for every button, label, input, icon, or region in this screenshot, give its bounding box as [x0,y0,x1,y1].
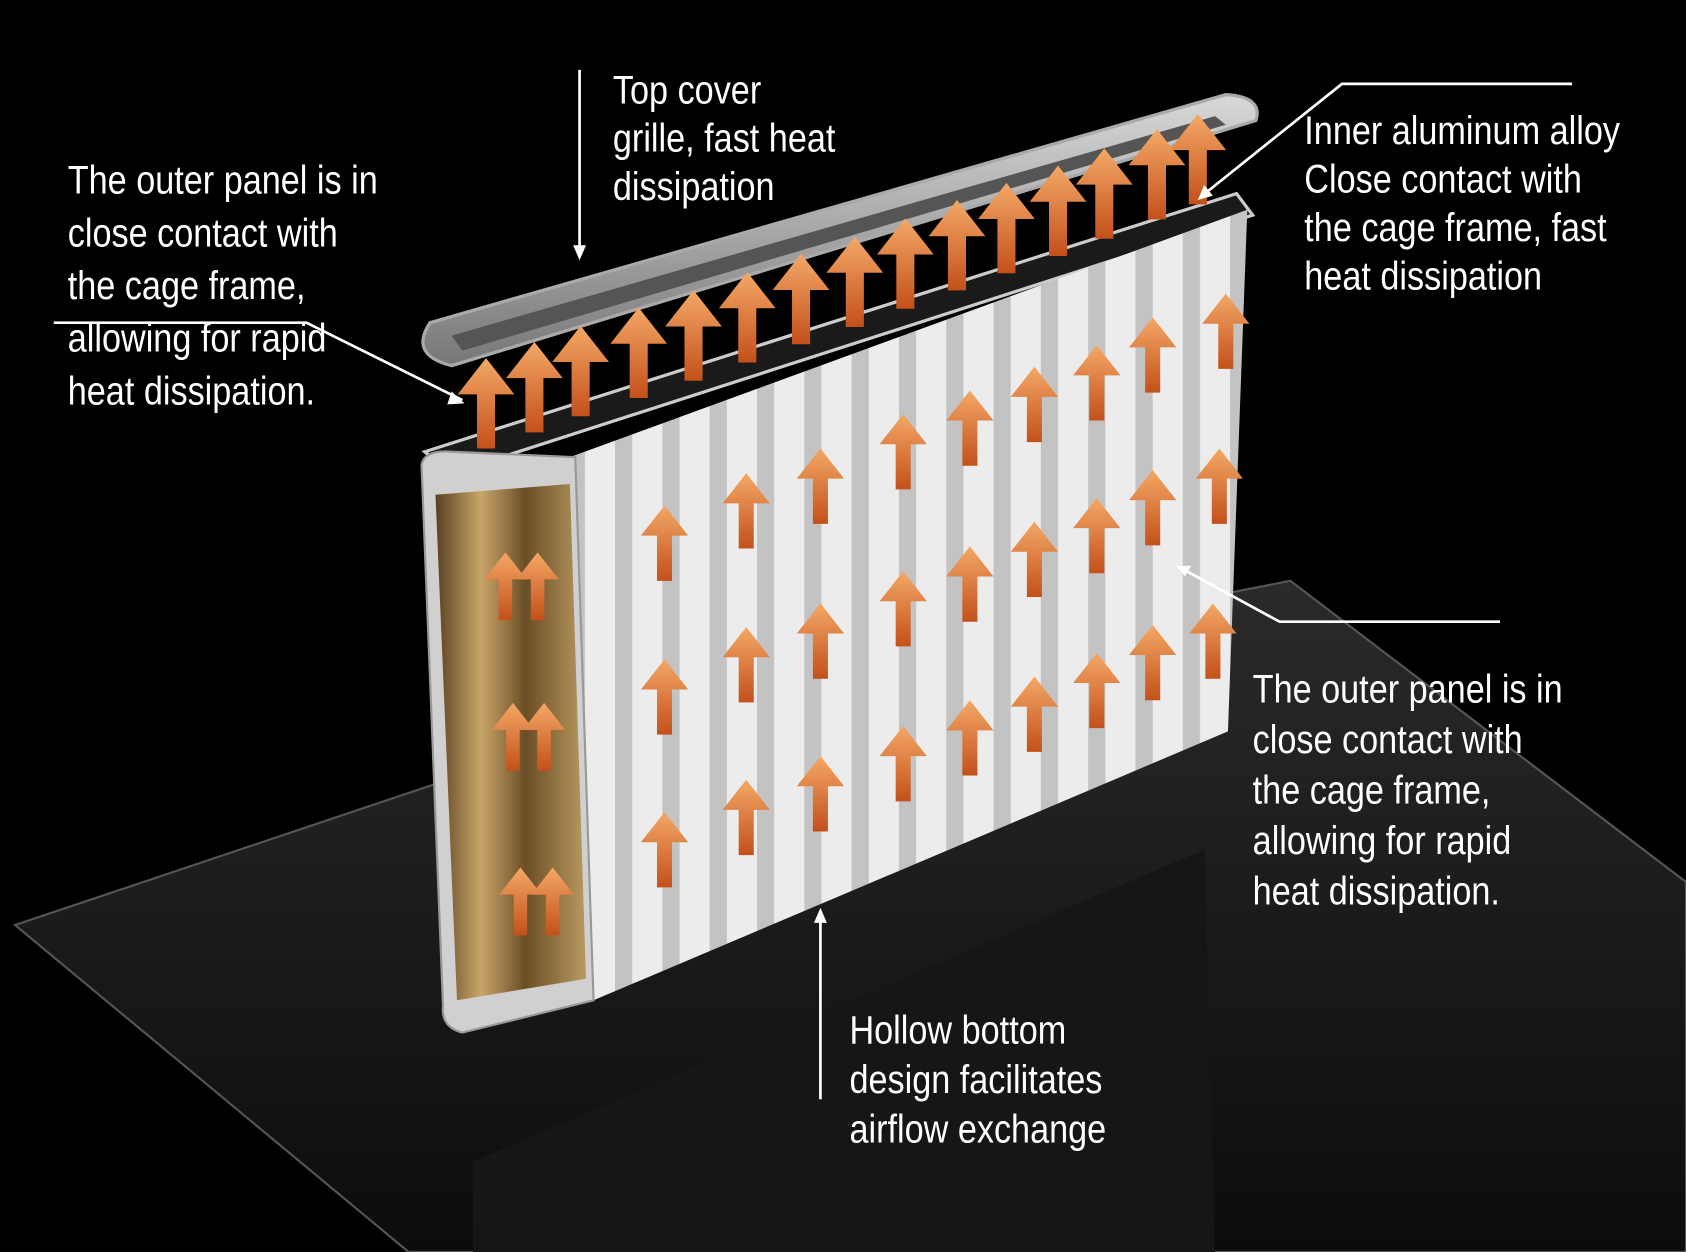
heat-flow-arrow-icon [879,571,927,647]
heat-flow-arrow-icon [946,390,994,466]
leader-arrowheads [447,185,1213,923]
label-line: allowing for rapid [1253,818,1512,863]
reflection [473,849,1216,1252]
label-line: airflow exchange [849,1106,1106,1151]
heat-flow-arrow-icon [718,272,776,363]
heat-flow-arrow-icon [1010,521,1059,597]
heat-flow-arrow-icon [928,200,986,291]
heat-flow-arrow-icon [796,603,845,679]
heat-flow-arrow-icon [722,779,770,856]
label-line: the cage frame, fast [1304,204,1607,249]
heat-flow-arrow-icon [946,700,994,776]
heat-flow-arrow-icon [876,218,934,309]
heat-flow-arrow-icon [1195,448,1243,524]
heat-flow-arrow-icon [1029,165,1087,256]
label-line: Inner aluminum alloy [1304,108,1620,153]
heat-flow-arrow-icon [552,325,610,417]
heat-flow-arrow-icon [665,290,722,381]
label-line: close contact with [68,210,338,255]
label-line: allowing for rapid [68,315,327,360]
label-line: close contact with [1253,716,1523,761]
heat-flow-arrow-icon [516,552,559,621]
label-outer-panel-left: The outer panel is in close contact with… [68,157,378,413]
heat-flow-arrow-icon [722,627,770,703]
label-line: The outer panel is in [1253,666,1563,711]
heat-flow-arrow-icon [640,659,689,735]
heat-flow-arrow-icon [1073,652,1121,729]
heat-flow-arrow-icon [457,358,515,449]
heat-flow-arrow-icon [506,342,563,433]
heat-flow-arrow-icon [1129,624,1177,701]
heat-flow-arrow-icon [491,702,535,771]
leader-outer-panel-left [53,321,463,402]
heat-flow-arrow-icon [1189,603,1237,679]
heat-flow-arrow-icon [484,552,527,621]
leader-inner-alloy [1201,82,1573,197]
heat-flow-arrow-icon [879,726,927,802]
label-line: the cage frame, [1253,767,1491,812]
label-line: heat dissipation. [68,368,315,413]
label-line: design facilitates [849,1056,1102,1101]
heat-flow-arrow-icon [1073,498,1121,574]
heat-flow-arrow-icon [531,867,574,936]
heat-flow-arrows [457,114,1250,936]
heat-flow-arrow-icon [796,756,845,832]
label-inner-aluminum-alloy: Inner aluminum alloy Close contact with … [1304,108,1620,298]
heat-flow-arrow-icon [499,867,542,936]
heat-flow-arrow-icon [522,702,566,771]
heat-flow-arrow-icon [640,505,689,581]
heat-flow-arrow-icon [1010,676,1059,752]
leader-lines [53,69,1573,1100]
heat-flow-arrow-icon [796,448,845,524]
leader-outer-panel-right [1179,566,1500,624]
heat-flow-arrow-icon [722,473,770,549]
heat-flow-arrow-icon [772,253,830,345]
label-line: The outer panel is in [68,157,378,202]
heat-flow-arrow-icon [1129,317,1177,393]
label-line: Hollow bottom [849,1007,1066,1052]
heat-flow-arrow-icon [1129,470,1177,546]
heat-flow-arrow-icon [1075,148,1133,239]
label-line: dissipation [613,164,775,209]
label-line: Top cover [613,67,761,112]
heat-flow-arrow-icon [879,414,927,490]
heat-flow-arrow-icon [978,182,1035,274]
label-line: Close contact with [1304,156,1582,201]
heat-flow-arrow-icon [1073,345,1121,421]
label-line: heat dissipation. [1253,868,1500,913]
heat-flow-arrow-icon [1169,114,1227,205]
heat-flow-arrow-icon [946,546,994,622]
label-line: heat dissipation [1304,253,1542,298]
heat-flow-arrow-icon [640,812,689,888]
heat-flow-arrow-icon [1010,366,1059,443]
heat-flow-arrow-icon [826,236,884,327]
heat-flow-arrow-icon [610,307,668,398]
heat-flow-arrow-icon [1128,129,1186,220]
heat-flow-arrow-icon [1202,293,1250,369]
label-outer-panel-right: The outer panel is in close contact with… [1253,666,1563,913]
label-line: the cage frame, [68,263,306,308]
label-line: grille, fast heat [613,115,836,160]
